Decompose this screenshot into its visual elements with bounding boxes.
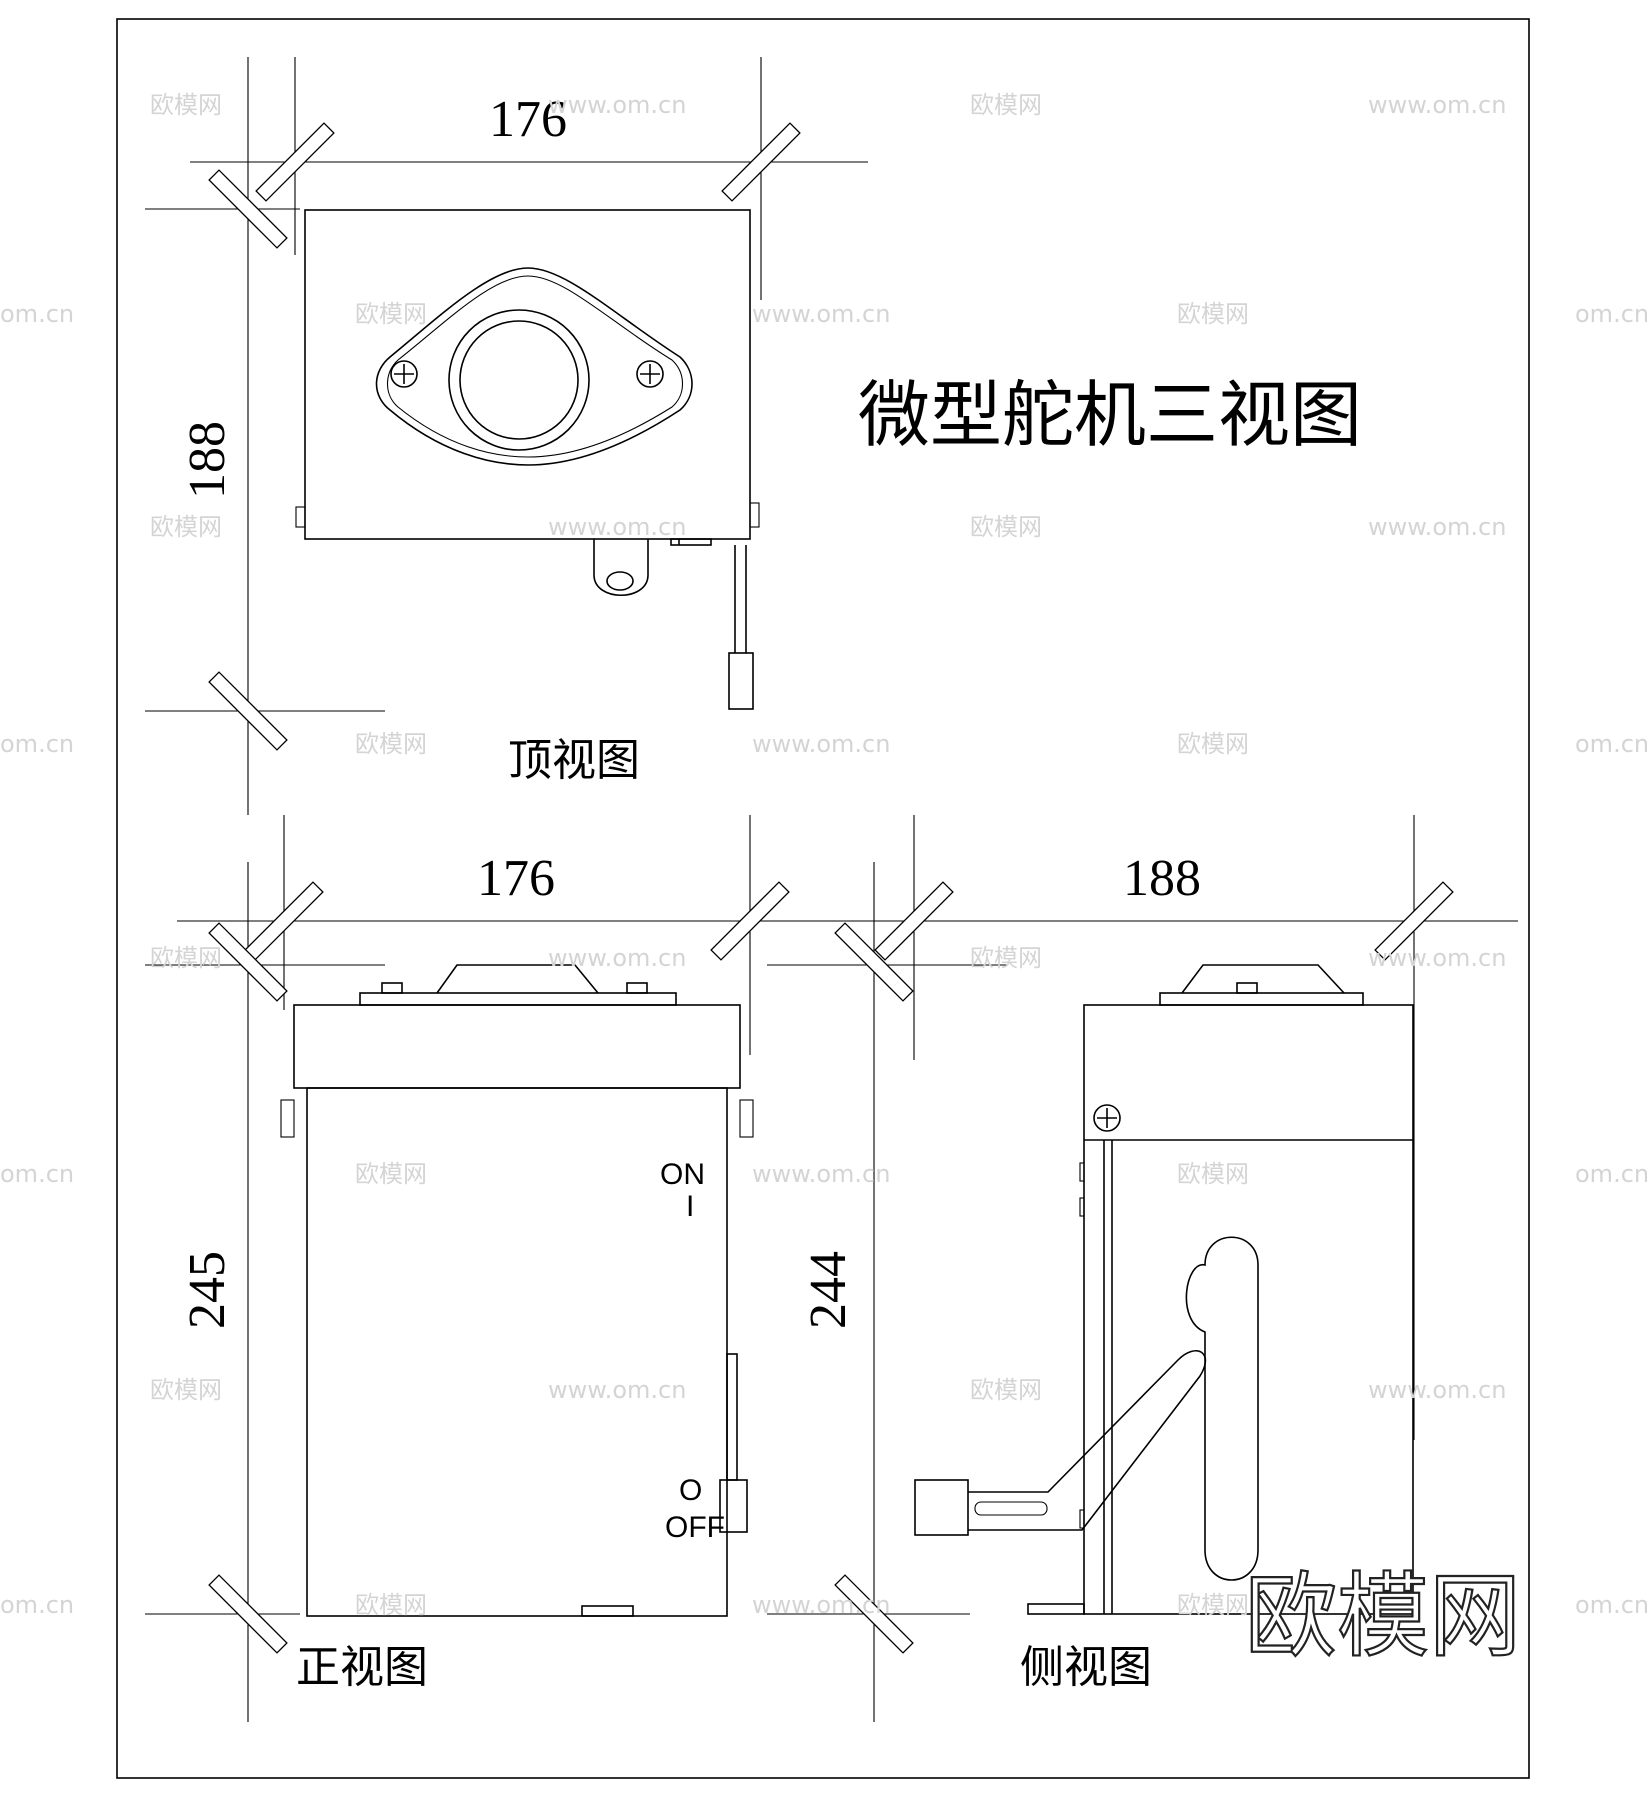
watermark-brand: 欧模网 <box>150 513 222 541</box>
watermark-layer: 欧模网 www.om.cn 欧模网 www.om.cn om.cn 欧模网 ww… <box>0 91 1647 1671</box>
watermark-url-partial: om.cn <box>0 1591 74 1619</box>
watermark-url: www.om.cn <box>752 300 890 328</box>
watermark-url-partial: om.cn <box>0 300 74 328</box>
watermark-url: www.om.cn <box>1368 91 1506 119</box>
watermark-url: www.om.cn <box>1368 1376 1506 1404</box>
watermark-url: www.om.cn <box>548 944 686 972</box>
drawing-frame <box>116 18 1530 1779</box>
top-view-caption: 顶视图 <box>508 735 640 786</box>
watermark-url: www.om.cn <box>752 1591 890 1619</box>
watermark-brand: 欧模网 <box>150 91 222 119</box>
watermark-url-partial: om.cn <box>1575 300 1647 328</box>
front-view: 176 245 ON I O OFF 正视图 <box>145 815 1518 1722</box>
drawing-title: 微型舵机三视图 <box>858 373 1362 457</box>
watermark-brand: 欧模网 <box>1177 1160 1249 1188</box>
watermark-url: www.om.cn <box>752 730 890 758</box>
watermark-url: www.om.cn <box>548 513 686 541</box>
switch-off-mark: O <box>679 1474 702 1507</box>
watermark-brand-large: 欧模网 <box>1245 1563 1521 1670</box>
watermark-brand: 欧模网 <box>970 91 1042 119</box>
front-height-dim: 245 <box>179 1251 236 1329</box>
watermark-url-partial: om.cn <box>0 730 74 758</box>
front-width-dim: 176 <box>477 850 555 907</box>
side-view-caption: 侧视图 <box>1020 1642 1152 1693</box>
watermark-url: www.om.cn <box>548 91 686 119</box>
side-width-dim: 188 <box>1123 850 1201 907</box>
watermark-url-partial: om.cn <box>1575 730 1647 758</box>
watermark-brand: 欧模网 <box>1177 730 1249 758</box>
watermark-url: www.om.cn <box>1368 513 1506 541</box>
watermark-url-partial: om.cn <box>0 1160 74 1188</box>
top-view: 176 188 顶视图 <box>145 57 868 815</box>
watermark-brand: 欧模网 <box>150 1376 222 1404</box>
switch-on-mark: I <box>686 1190 694 1223</box>
watermark-url-partial: om.cn <box>1575 1591 1647 1619</box>
switch-off-label: OFF <box>665 1511 725 1544</box>
watermark-brand: 欧模网 <box>970 1376 1042 1404</box>
watermark-brand: 欧模网 <box>970 944 1042 972</box>
watermark-url: www.om.cn <box>752 1160 890 1188</box>
side-view: 188 244 侧视图 <box>767 815 1454 1722</box>
watermark-url: www.om.cn <box>1368 944 1506 972</box>
watermark-brand: 欧模网 <box>1177 300 1249 328</box>
switch-on-label: ON <box>660 1158 705 1191</box>
watermark-brand: 欧模网 <box>150 944 222 972</box>
top-height-dim: 188 <box>179 421 236 499</box>
watermark-brand: 欧模网 <box>355 1591 427 1619</box>
watermark-brand: 欧模网 <box>1177 1591 1249 1619</box>
watermark-brand: 欧模网 <box>970 513 1042 541</box>
side-height-dim: 244 <box>800 1251 857 1329</box>
watermark-url-partial: om.cn <box>1575 1160 1647 1188</box>
watermark-brand: 欧模网 <box>355 1160 427 1188</box>
watermark-brand: 欧模网 <box>355 730 427 758</box>
front-view-caption: 正视图 <box>296 1642 428 1693</box>
watermark-brand: 欧模网 <box>355 300 427 328</box>
top-width-dim: 176 <box>489 91 567 148</box>
watermark-url: www.om.cn <box>548 1376 686 1404</box>
